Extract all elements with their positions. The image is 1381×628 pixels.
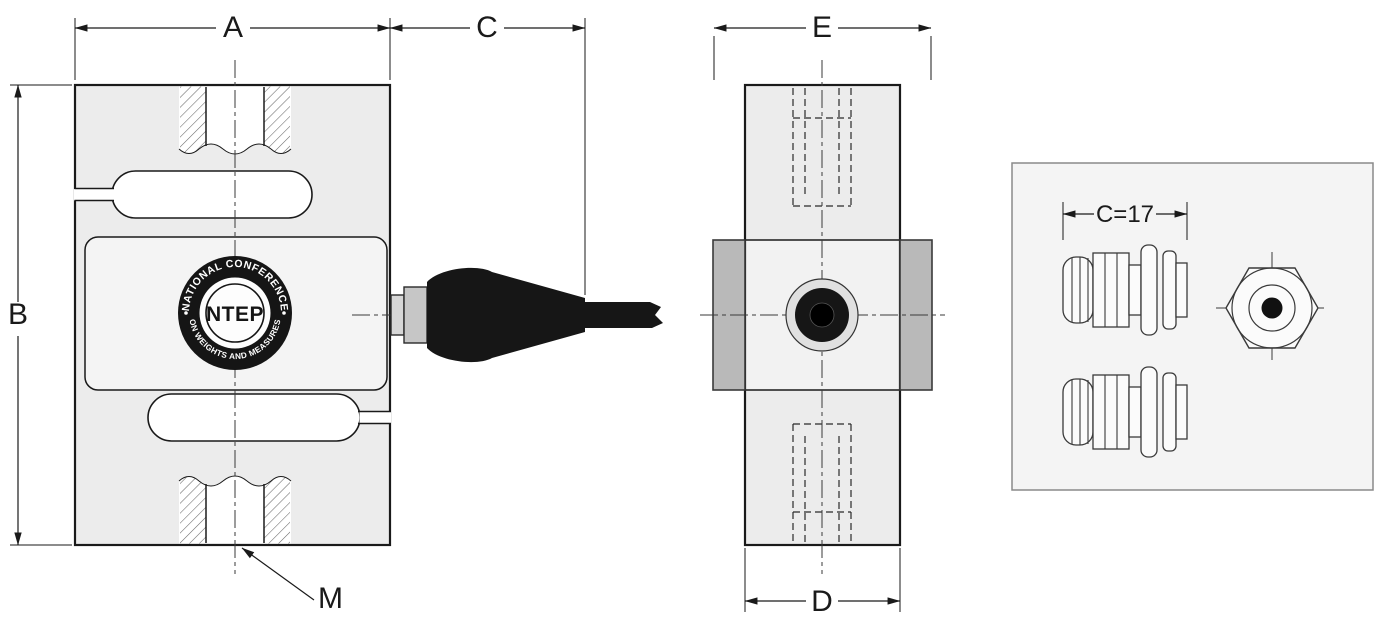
dim-label-d: D — [811, 585, 833, 618]
connector-boot — [427, 267, 585, 363]
seal-separator-dot — [184, 311, 188, 315]
dim-label-m: M — [318, 582, 343, 615]
dim-label-a: A — [223, 11, 243, 44]
dimension-a: A — [74, 11, 391, 80]
front-view: NATIONAL CONFERENCE ON WEIGHTS AND MEASU… — [73, 60, 663, 574]
seal-center-text: NTEP — [206, 303, 264, 326]
dimension-b: B — [8, 84, 72, 546]
dimension-m-leader: M — [241, 547, 343, 615]
cable-gland-side-view-2 — [1062, 366, 1188, 458]
dim-label-b: B — [8, 298, 28, 331]
lower-flexure-slot — [147, 393, 361, 442]
cable-gland-side-view-1 — [1062, 244, 1188, 336]
cable-gland-end-view — [1216, 252, 1328, 364]
gland-nut — [403, 286, 428, 344]
cable-assembly — [390, 267, 663, 363]
dimension-c17: C=17 — [1062, 201, 1188, 240]
lower-slot-slit — [358, 410, 391, 425]
dim-label-c17: C=17 — [1096, 201, 1154, 228]
dimension-e: E — [713, 11, 932, 80]
dim-label-e: E — [812, 11, 832, 44]
inset-detail: C=17 — [1011, 162, 1374, 491]
ntep-logo: NATIONAL CONFERENCE ON WEIGHTS AND MEASU… — [178, 256, 292, 370]
dim-label-c: C — [476, 11, 498, 44]
dimension-c: C — [389, 11, 586, 295]
seal-separator-dot — [282, 311, 286, 315]
upper-slot-slit — [74, 187, 114, 202]
side-view — [700, 60, 945, 574]
gland-washer — [390, 294, 405, 336]
cable — [585, 302, 663, 328]
gland-bore — [1261, 297, 1283, 319]
cable-entry-hole — [785, 278, 859, 352]
upper-flexure-slot — [111, 170, 313, 219]
dimension-d: D — [744, 548, 901, 618]
bottom-threaded-hole-section — [178, 475, 292, 544]
